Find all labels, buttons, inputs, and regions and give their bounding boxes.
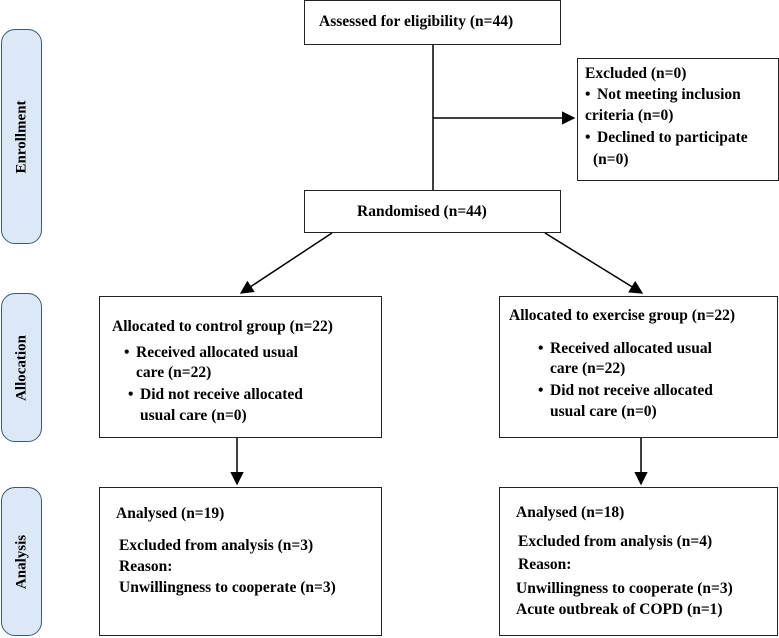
stage-enrollment: Enrollment — [1, 29, 42, 244]
exercise-analysis-box: Analysed (n=18) Excluded from analysis (… — [499, 487, 778, 636]
assessed-text: Assessed for eligibility (n=44) — [319, 13, 514, 30]
assessed-box: Assessed for eligibility (n=44) — [304, 0, 561, 45]
exercise-item-2-cont: usual care (n=0) — [550, 403, 657, 420]
excluded-item-2: Declined to participate — [585, 128, 748, 148]
exercise-excluded-analysis: Excluded from analysis (n=4) — [518, 533, 713, 550]
arrow-to-control — [239, 232, 333, 294]
control-allocation-box: Allocated to control group (n=22) Receiv… — [99, 296, 382, 438]
control-reason-1: Unwillingness to cooperate (n=3) — [119, 579, 336, 596]
stage-analysis-label: Analysis — [13, 534, 29, 589]
control-item-2: Did not receive allocated — [128, 385, 303, 405]
control-analysed: Analysed (n=19) — [116, 505, 225, 522]
exercise-title: Allocated to exercise group (n=22) — [509, 307, 736, 324]
excluded-item-1-cont: criteria (n=0) — [585, 107, 674, 124]
excluded-title: Excluded (n=0) — [585, 65, 687, 82]
exercise-allocation-box: Allocated to exercise group (n=22) Recei… — [499, 296, 778, 438]
exercise-reason-label: Reason: — [518, 556, 572, 573]
exercise-reason-1: Unwillingness to cooperate (n=3) — [516, 580, 733, 597]
control-item-2-cont: usual care (n=0) — [140, 407, 247, 424]
exercise-analysed: Analysed (n=18) — [516, 504, 625, 521]
exercise-item-1-cont: care (n=22) — [550, 360, 626, 377]
randomised-text: Randomised (n=44) — [357, 203, 487, 220]
randomised-box: Randomised (n=44) — [304, 190, 561, 233]
exercise-reason-2: Acute outbreak of COPD (n=1) — [516, 601, 723, 618]
excluded-box: Excluded (n=0) Not meeting inclusion cri… — [577, 58, 779, 181]
control-item-1: Received allocated usual — [124, 343, 298, 363]
arrow-to-exercise — [544, 232, 644, 294]
stage-allocation-label: Allocation — [13, 334, 29, 401]
exercise-item-1: Received allocated usual — [538, 339, 712, 359]
excluded-item-2-cont: (n=0) — [593, 151, 629, 168]
stage-allocation: Allocation — [1, 293, 42, 442]
control-item-1-cont: care (n=22) — [136, 364, 212, 381]
control-reason-label: Reason: — [119, 558, 173, 575]
excluded-item-1: Not meeting inclusion — [585, 85, 741, 105]
control-title: Allocated to control group (n=22) — [112, 318, 333, 335]
stage-enrollment-label: Enrollment — [13, 99, 29, 174]
exercise-item-2: Did not receive allocated — [538, 381, 713, 401]
control-excluded-analysis: Excluded from analysis (n=3) — [119, 537, 314, 554]
control-analysis-box: Analysed (n=19) Excluded from analysis (… — [99, 487, 382, 636]
stage-analysis: Analysis — [1, 487, 42, 636]
